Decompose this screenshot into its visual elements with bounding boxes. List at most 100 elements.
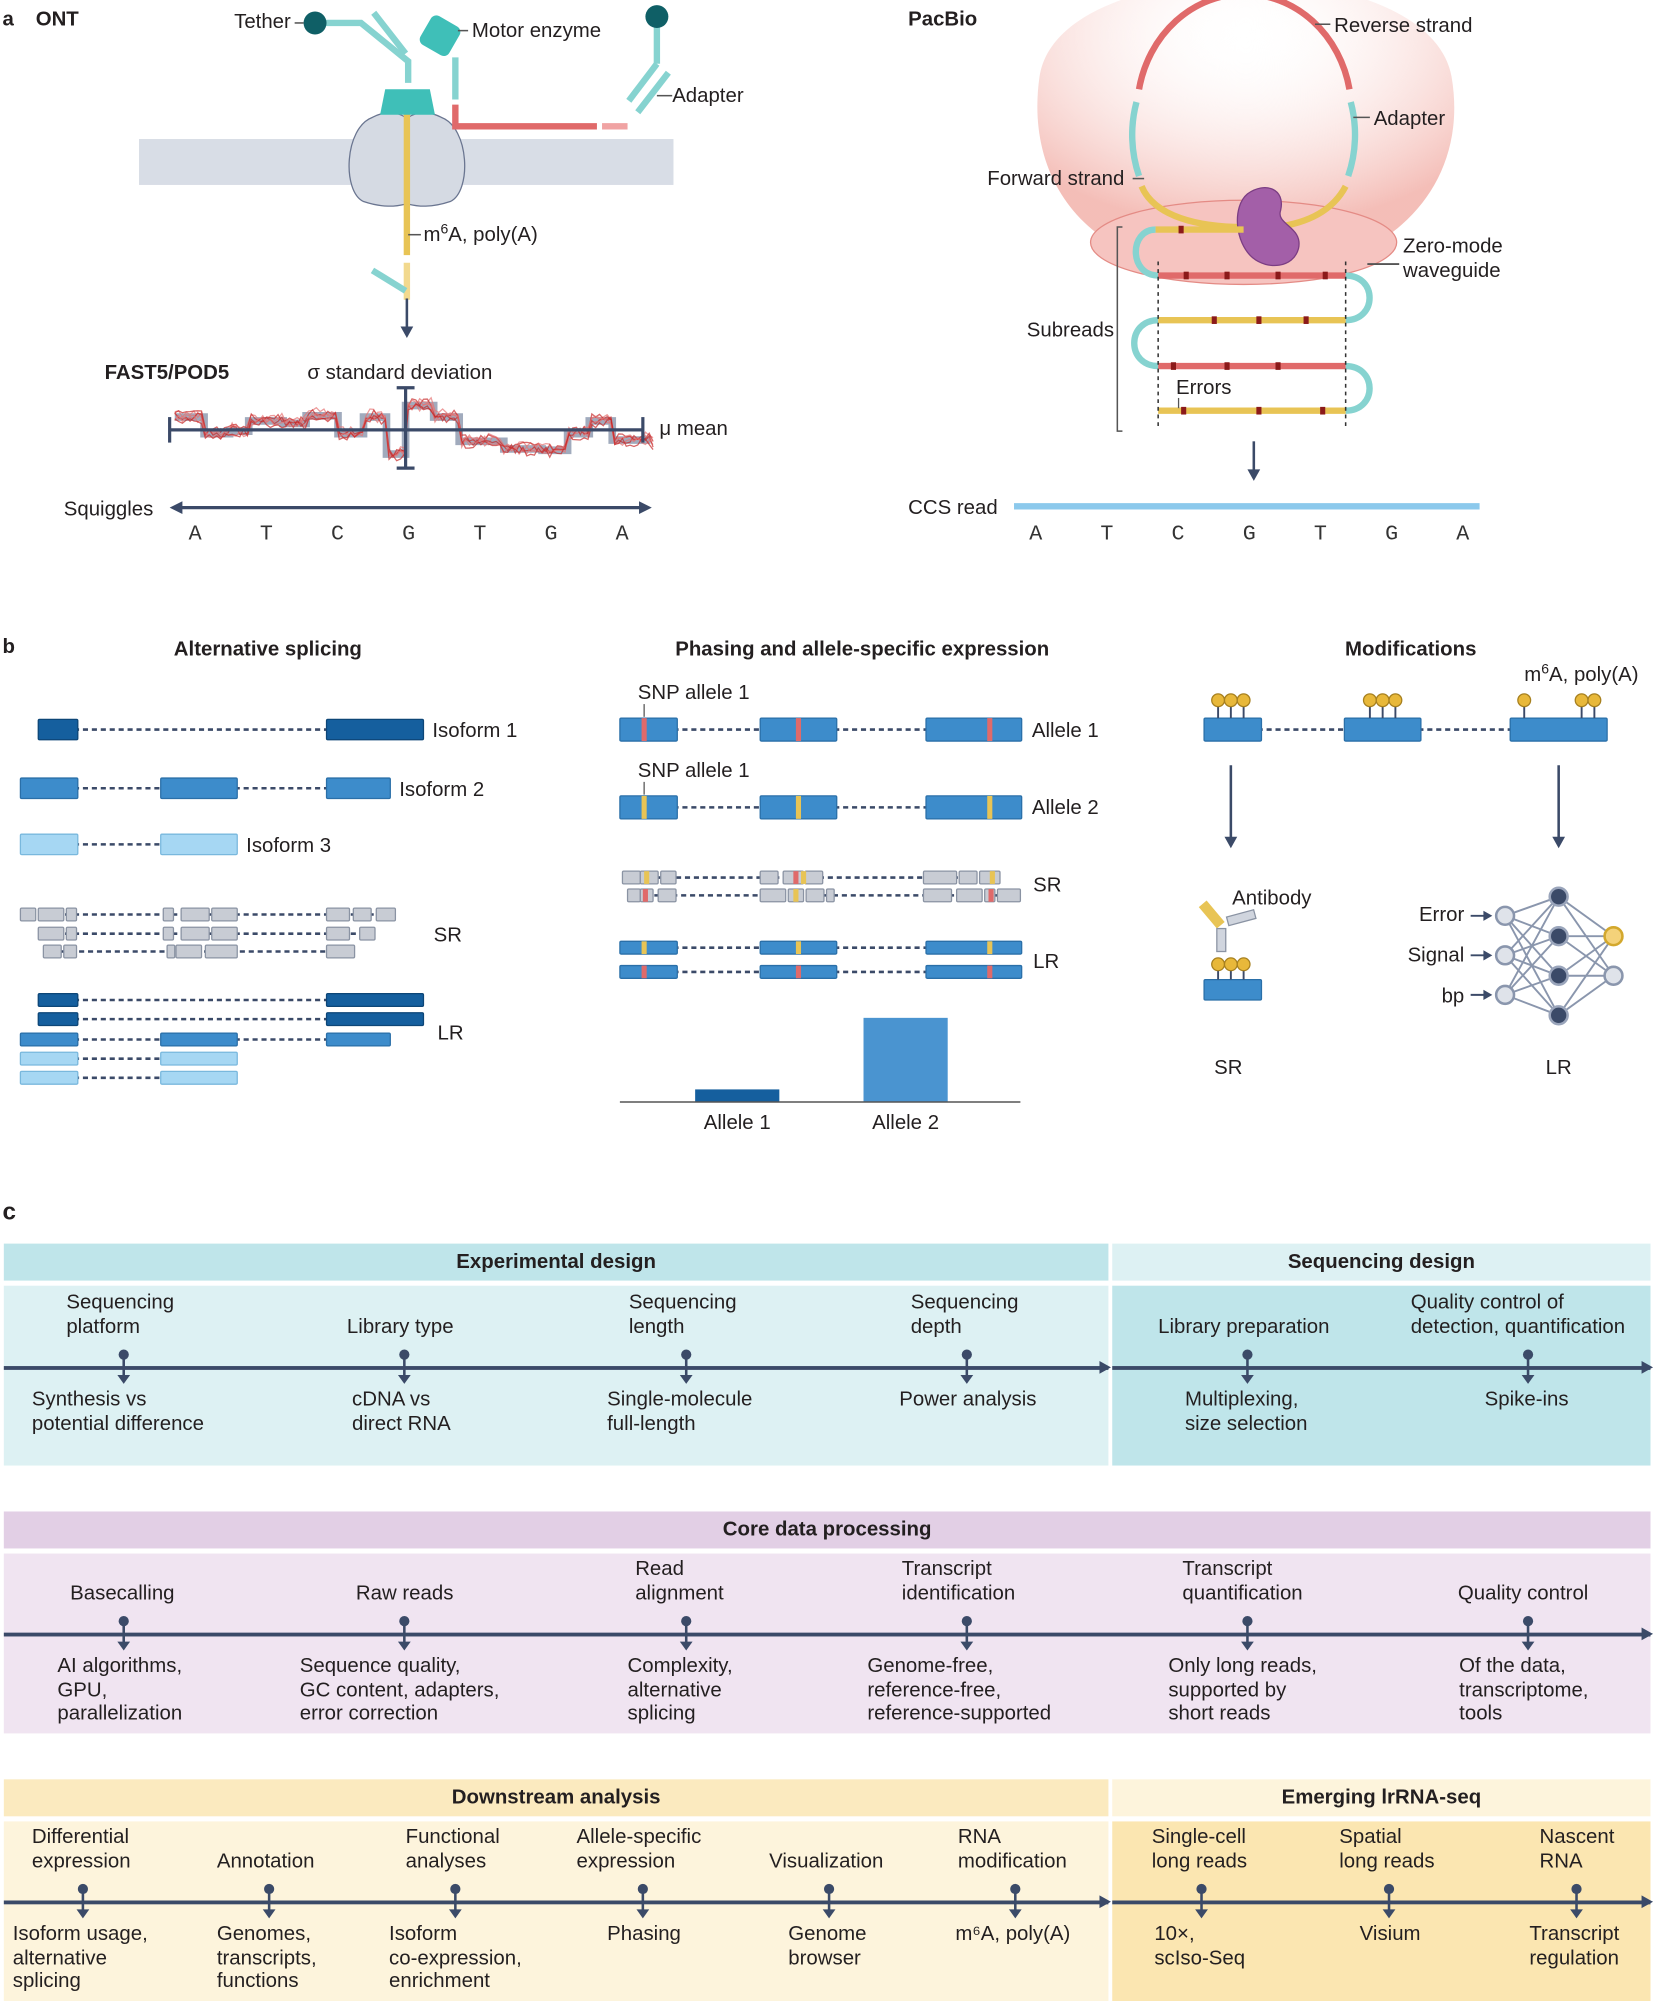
emerging_lrrna_seq-timeline-arrow	[1112, 1895, 1653, 1907]
step-label: Raw reads	[355, 1582, 454, 1604]
panel-letter-b: b	[3, 636, 15, 658]
phasing-title: Phasing and allele-specific expression	[675, 639, 1049, 661]
error-mark	[1275, 362, 1281, 370]
exon	[325, 1012, 425, 1027]
allele-2-label: Allele 2	[1032, 797, 1099, 819]
exon	[657, 888, 677, 903]
nn-input-bp: bp	[1442, 986, 1465, 1008]
step-label: Quality control of detection, quantifica…	[1410, 1292, 1626, 1338]
forward-strand-label: Forward strand	[987, 168, 1124, 190]
exon	[325, 926, 351, 941]
modification-label: m6A, poly(A)	[1524, 660, 1638, 686]
step-label: Differential expression	[31, 1826, 131, 1872]
nn-hidden-node	[1548, 886, 1569, 907]
input-arrow-head	[1483, 950, 1493, 961]
nn-edge	[1558, 895, 1615, 937]
modification-lollipop-icon	[1236, 957, 1251, 972]
isoform-3-label: Isoform 3	[246, 835, 331, 857]
modification-lollipop-icon	[1211, 693, 1226, 708]
step-detail: Genome-free, reference-free, reference-s…	[867, 1655, 1052, 1725]
exon	[63, 944, 78, 959]
nn-input-error: Error	[1419, 904, 1465, 926]
panel-letter-a: a	[3, 9, 15, 31]
emerging_lrrna_seq-header: Emerging lrRNA-seq	[1112, 1779, 1651, 1817]
snp-mark	[801, 871, 807, 884]
neural-network	[1470, 886, 1624, 1026]
timeline-marker-icon	[117, 1349, 131, 1384]
modifications-title: Modifications	[1345, 639, 1476, 661]
base-letter: A	[616, 522, 629, 547]
core_data_processing-body	[3, 1553, 1651, 1734]
timeline-marker-icon	[1241, 1616, 1254, 1651]
timeline-marker-icon	[679, 1616, 693, 1651]
exon	[19, 1051, 79, 1066]
step-detail: Isoform co-expression, enrichment	[389, 1923, 522, 1993]
snp-allele1-label: SNP allele 1	[638, 682, 750, 704]
exon	[922, 870, 958, 885]
subreads-bracket	[1116, 226, 1123, 432]
exon	[65, 907, 78, 922]
exon	[175, 944, 203, 959]
nn-edge	[1558, 974, 1615, 1017]
panel-letter-c: c	[2, 1198, 17, 1226]
snp-mark	[641, 795, 647, 819]
exon	[1343, 717, 1422, 742]
exon	[958, 870, 978, 885]
sequencing_design-header: Sequencing design	[1112, 1243, 1651, 1281]
step-detail: Synthesis vs potential difference	[31, 1389, 204, 1435]
bottom-adapter	[370, 267, 408, 294]
exon	[37, 907, 65, 922]
squiggle-trace	[174, 398, 654, 457]
exon	[180, 907, 210, 922]
exon	[37, 1012, 79, 1027]
alt-sr-label: SR	[434, 924, 462, 946]
step-detail: Only long reads, supported by short read…	[1168, 1655, 1317, 1725]
exon	[619, 940, 678, 955]
timeline-marker-icon	[1521, 1349, 1535, 1384]
base-letter: G	[402, 522, 415, 547]
exon	[359, 926, 376, 941]
snp-mark	[987, 718, 993, 742]
snp-mark	[987, 795, 993, 819]
step-detail: Single-molecule full-length	[607, 1389, 753, 1435]
modification-lollipop-icon	[1362, 693, 1377, 708]
pacbio-diagram: PacBio Reverse strand Adapter Forward st…	[908, 0, 1503, 547]
base-letter: C	[331, 522, 344, 547]
input-arrow-head	[1483, 910, 1493, 921]
modification-lollipop-icon	[1375, 693, 1390, 708]
allele-expression-bars	[695, 1017, 948, 1103]
exon	[759, 888, 787, 903]
timeline-marker-icon	[960, 1616, 974, 1651]
sigma-label: σ standard deviation	[307, 362, 492, 384]
core_data_processing-timeline-arrow	[3, 1627, 1653, 1639]
exon	[19, 833, 79, 856]
step-label: Transcript quantification	[1182, 1558, 1303, 1604]
mod-sr-label: SR	[1214, 1057, 1242, 1079]
exon	[325, 992, 425, 1008]
errors-label: Errors	[1176, 377, 1232, 399]
exon	[325, 718, 425, 741]
timeline-marker-icon	[822, 1883, 836, 1919]
experimental_design-timeline-arrow	[3, 1361, 1111, 1372]
exon	[925, 795, 1023, 820]
step-detail: Transcript regulation	[1529, 1923, 1620, 1969]
exon	[325, 1032, 391, 1047]
exon	[759, 870, 779, 885]
phasing-sr-label: SR	[1033, 875, 1061, 897]
error-mark	[1322, 271, 1328, 280]
error-mark	[1275, 271, 1281, 280]
ccs-read-label: CCS read	[908, 497, 998, 519]
snp-mark	[641, 718, 647, 742]
base-letter: G	[1243, 522, 1256, 547]
timeline-marker-icon	[679, 1349, 693, 1384]
exon	[160, 1051, 238, 1066]
base-letter: A	[189, 522, 202, 547]
nn-edge	[1504, 935, 1560, 996]
base-letter: T	[260, 522, 273, 547]
exon	[211, 926, 238, 941]
timeline-marker-icon	[1195, 1883, 1208, 1919]
exon	[925, 717, 1023, 742]
modification-lollipop-icon	[1211, 957, 1226, 972]
